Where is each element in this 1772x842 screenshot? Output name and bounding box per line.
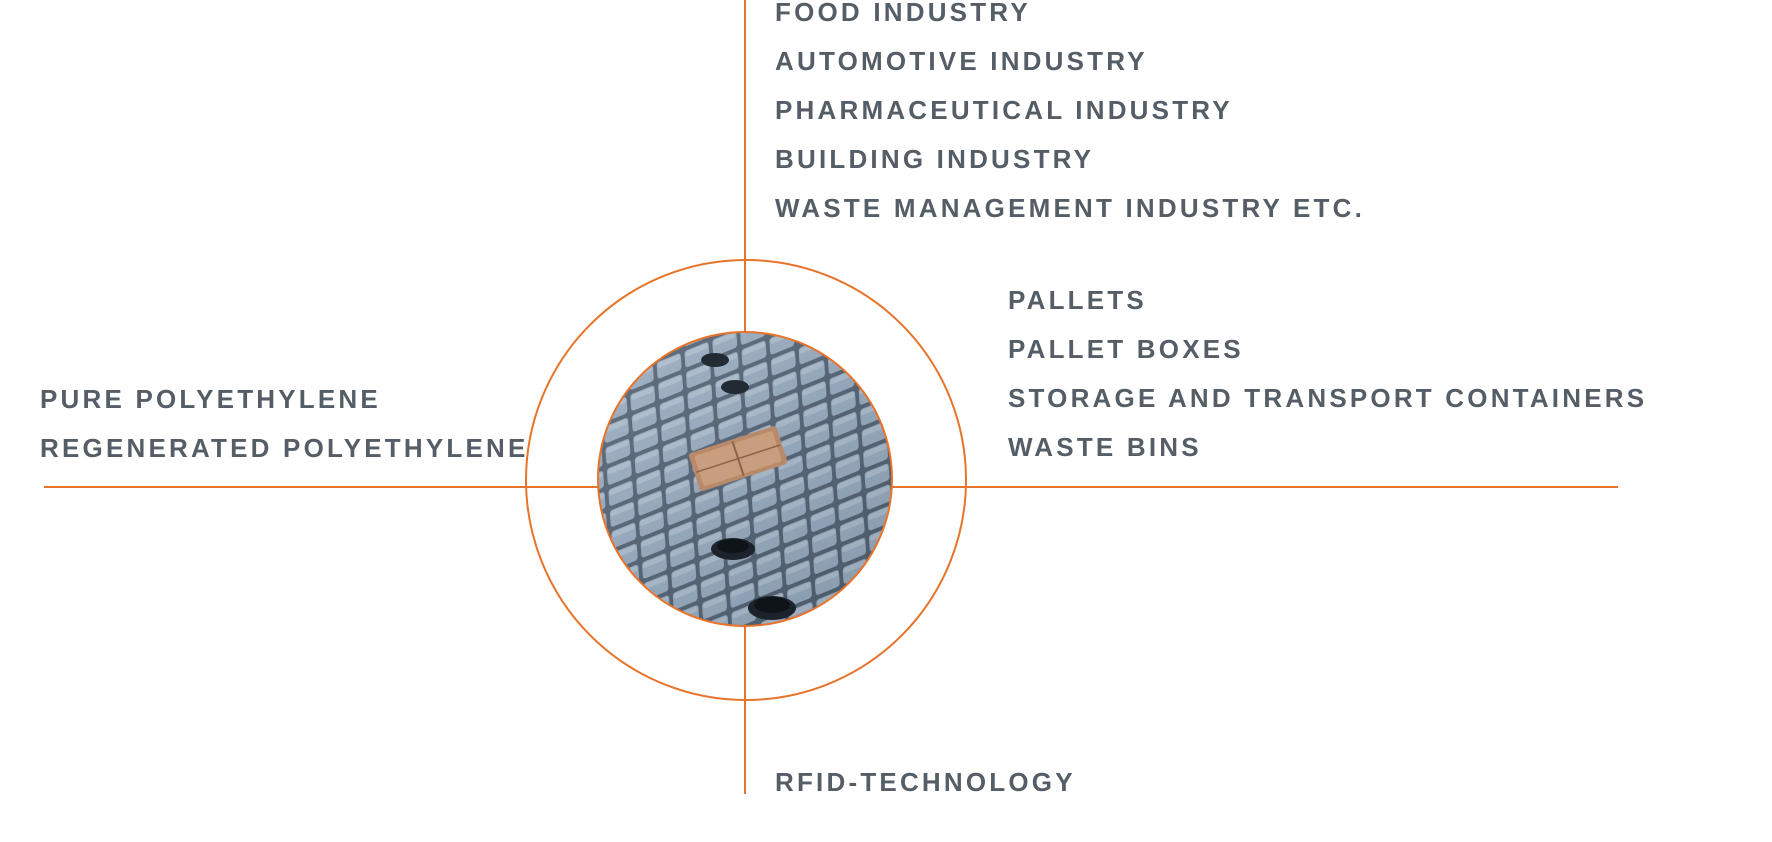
products-list: PALLETS PALLET BOXES STORAGE AND TRANSPO…	[1008, 276, 1647, 472]
injection-mold-photo	[598, 332, 892, 626]
industries-list: FOOD INDUSTRY AUTOMOTIVE INDUSTRY PHARMA…	[775, 0, 1365, 233]
product-item: PALLET BOXES	[1008, 334, 1244, 364]
industry-item: AUTOMOTIVE INDUSTRY	[775, 46, 1148, 76]
industry-item: PHARMACEUTICAL INDUSTRY	[775, 95, 1233, 125]
industry-item: FOOD INDUSTRY	[775, 0, 1031, 27]
material-item: PURE POLYETHYLENE	[40, 384, 381, 414]
product-item: STORAGE AND TRANSPORT CONTAINERS	[1008, 383, 1648, 413]
industry-item: BUILDING INDUSTRY	[775, 144, 1095, 174]
industry-item: WASTE MANAGEMENT INDUSTRY ETC.	[775, 193, 1366, 223]
outer-ring	[525, 259, 967, 701]
product-item: PALLETS	[1008, 285, 1147, 315]
product-item: WASTE BINS	[1008, 432, 1202, 462]
inner-ring	[597, 331, 893, 627]
technology-item: RFID-TECHNOLOGY	[775, 767, 1076, 797]
technology-list: RFID-TECHNOLOGY	[775, 758, 1076, 807]
material-item: REGENERATED POLYETHYLENE	[40, 433, 529, 463]
materials-list: PURE POLYETHYLENE REGENERATED POLYETHYLE…	[40, 375, 529, 473]
